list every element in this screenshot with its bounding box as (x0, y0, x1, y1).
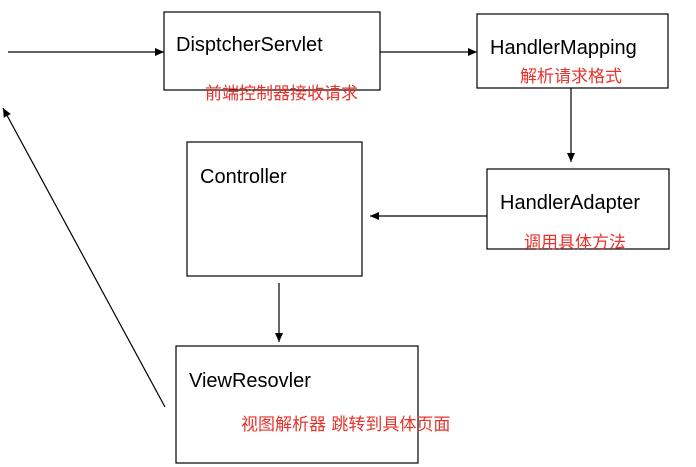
controller-title: Controller (200, 166, 287, 188)
response-out-arrow (2, 107, 166, 408)
view-resolver-title: ViewResovler (189, 370, 311, 392)
handler-adapter-note: 调用具体方法 (524, 233, 626, 253)
handler-mapping-note: 解析请求格式 (520, 67, 622, 87)
controller-box (186, 141, 363, 277)
handler-mapping-box (476, 13, 669, 89)
handler-adapter-title: HandlerAdapter (500, 192, 640, 214)
view-resolver-note: 视图解析器 跳转到具体页面 (241, 415, 450, 435)
dispatcher-servlet-note: 前端控制器接收请求 (205, 84, 358, 104)
handler-adapter-box (486, 168, 670, 250)
dispatcher-servlet-title: DisptcherServlet (176, 34, 323, 56)
dispatcher-servlet-box (163, 11, 381, 91)
handler-mapping-title: HandlerMapping (490, 37, 637, 59)
view-resolver-box (175, 345, 419, 464)
